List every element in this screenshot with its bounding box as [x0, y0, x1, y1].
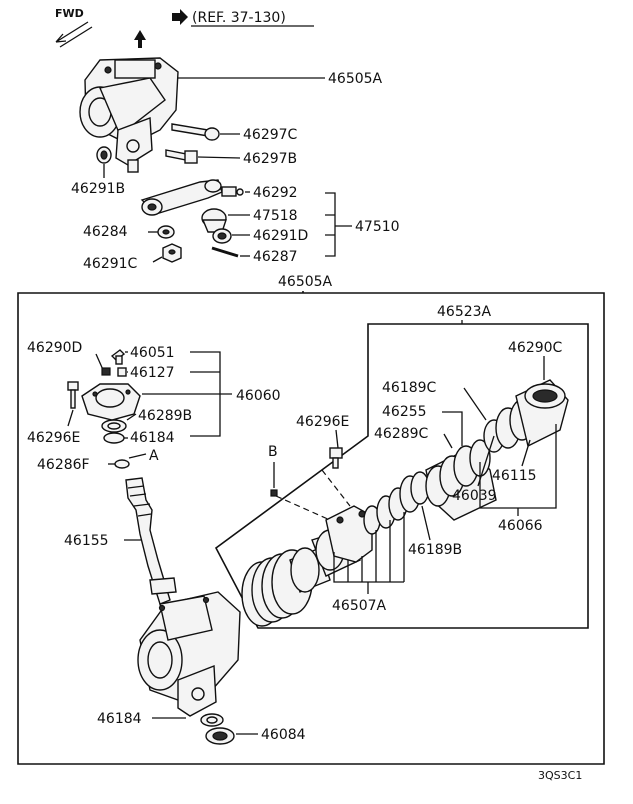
label-46292: 46292: [253, 185, 298, 201]
bolt-46296E-left: [67, 381, 79, 409]
gearbox-top: [79, 57, 179, 173]
ref-arrow-icon: [172, 9, 188, 25]
leader-46297B: [197, 156, 241, 159]
leader-46289B: [126, 413, 137, 421]
label-46296E-left: 46296E: [27, 430, 80, 446]
bolt-46296E-right: [329, 447, 343, 469]
label-46290D: 46290D: [27, 340, 82, 356]
label-46127: 46127: [130, 365, 175, 381]
leader-46255: [442, 411, 463, 446]
label-46189B: 46189B: [408, 542, 462, 558]
leader-46296E-left: [67, 409, 74, 427]
leader-46189C: [463, 387, 487, 421]
label-47518: 47518: [253, 208, 298, 224]
label-47510: 47510: [355, 219, 400, 235]
gasket-46289B: [101, 419, 127, 433]
valve-body-46255: [425, 439, 497, 521]
cover-46060: [81, 383, 141, 421]
ring-46286F: [114, 459, 130, 469]
dash-line-46296E: [321, 469, 351, 507]
label-46115: 46115: [492, 468, 537, 484]
leader-46189B: [421, 505, 431, 541]
dash-line-B: [275, 495, 331, 521]
label-46286F: 46286F: [37, 457, 90, 473]
bolt-46297C: [171, 123, 220, 141]
label-46287: 46287: [253, 249, 298, 265]
label-46505A-top: 46505A: [328, 71, 383, 87]
bracket-47510: [325, 192, 352, 257]
label-46290C: 46290C: [508, 340, 563, 356]
bolt-46297B: [165, 149, 198, 164]
label-46184-mid: 46184: [130, 430, 175, 446]
ring-stack: [363, 471, 430, 535]
label-46291D: 46291D: [253, 228, 308, 244]
cap-46127: [117, 367, 127, 377]
nut-46290D: [101, 367, 111, 376]
seal-46184-mid: [103, 432, 125, 444]
label-46051: 46051: [130, 345, 175, 361]
sector-shaft-46155: [125, 477, 177, 605]
assembly-frame-46505A: [17, 291, 605, 765]
washer-46284: [157, 225, 175, 239]
ref-label: (REF. 37-130): [192, 10, 286, 26]
leader-46115: [521, 439, 531, 467]
cotter-pin-46287: [211, 246, 239, 258]
label-46523A: 46523A: [437, 304, 492, 320]
label-46289B: 46289B: [138, 408, 192, 424]
label-46189C: 46189C: [382, 380, 437, 396]
grease-fitting-46292: [221, 186, 244, 197]
seal-46184-bot: [200, 713, 224, 727]
piston-spring: [241, 549, 313, 627]
fwd-arrow-icon: [55, 21, 93, 48]
leader-46291C: [152, 256, 163, 263]
fwd-label: FWD: [55, 7, 84, 20]
label-46039: 46039: [452, 488, 497, 504]
nut-46291D: [212, 228, 232, 244]
mark-A: A: [149, 448, 159, 464]
label-46060: 46060: [236, 388, 281, 404]
figure-code: 3QS3C1: [538, 769, 582, 782]
leader-46039: [477, 435, 495, 487]
gear-housing-bottom: [137, 591, 241, 717]
label-46291B: 46291B: [71, 181, 125, 197]
pitman-arm: [140, 179, 223, 216]
leader-A: [128, 453, 147, 459]
nut-46291B: [96, 146, 112, 164]
leader-46296E-right: [335, 429, 339, 449]
label-46297B: 46297B: [243, 151, 297, 167]
label-46155: 46155: [64, 533, 109, 549]
label-46084: 46084: [261, 727, 306, 743]
label-46505A-box: 46505A: [278, 274, 333, 290]
bracket-46507A: [333, 512, 405, 594]
label-46291C: 46291C: [83, 256, 138, 272]
label-46507A: 46507A: [332, 598, 387, 614]
up-arrow-icon: [134, 30, 146, 48]
leader-46289C: [443, 433, 453, 449]
seal-46084: [205, 727, 235, 745]
bleeder-46051: [110, 349, 126, 365]
adjuster-46290C: [515, 379, 569, 448]
label-46297C: 46297C: [243, 127, 298, 143]
label-46284: 46284: [83, 224, 128, 240]
label-46184-bot: 46184: [97, 711, 142, 727]
label-46296E-right: 46296E: [296, 414, 349, 430]
label-46255: 46255: [382, 404, 427, 420]
label-46066: 46066: [498, 518, 543, 534]
plug-B: [270, 489, 278, 497]
mark-B: B: [268, 444, 278, 460]
label-46289C: 46289C: [374, 426, 429, 442]
nut-46291C: [162, 243, 182, 263]
inner-frame-46523A: [214, 323, 589, 629]
